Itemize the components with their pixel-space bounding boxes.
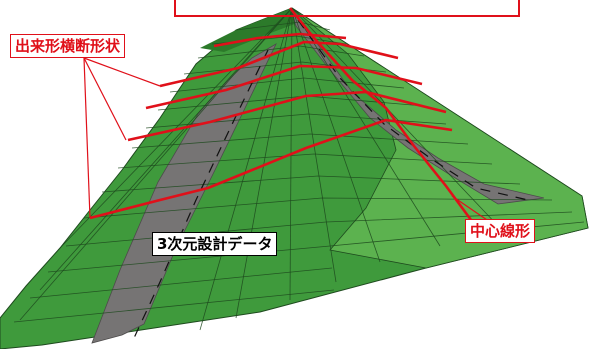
right-slope-surface <box>291 7 589 269</box>
top-frame-box <box>174 0 520 17</box>
profile-line <box>127 90 447 142</box>
centerline-path <box>288 7 476 225</box>
profile-line <box>159 40 399 88</box>
profile-line <box>213 32 347 48</box>
design-data-label: 3次元設計データ <box>152 232 278 256</box>
centerline-label: 中心線形 <box>465 219 536 243</box>
cross-section-label: 出来形横断形状 <box>10 34 126 58</box>
profile-line <box>145 64 423 110</box>
centerline-leader <box>451 195 491 223</box>
cross-section-leaders <box>83 57 161 219</box>
top-shoulder <box>200 8 300 52</box>
